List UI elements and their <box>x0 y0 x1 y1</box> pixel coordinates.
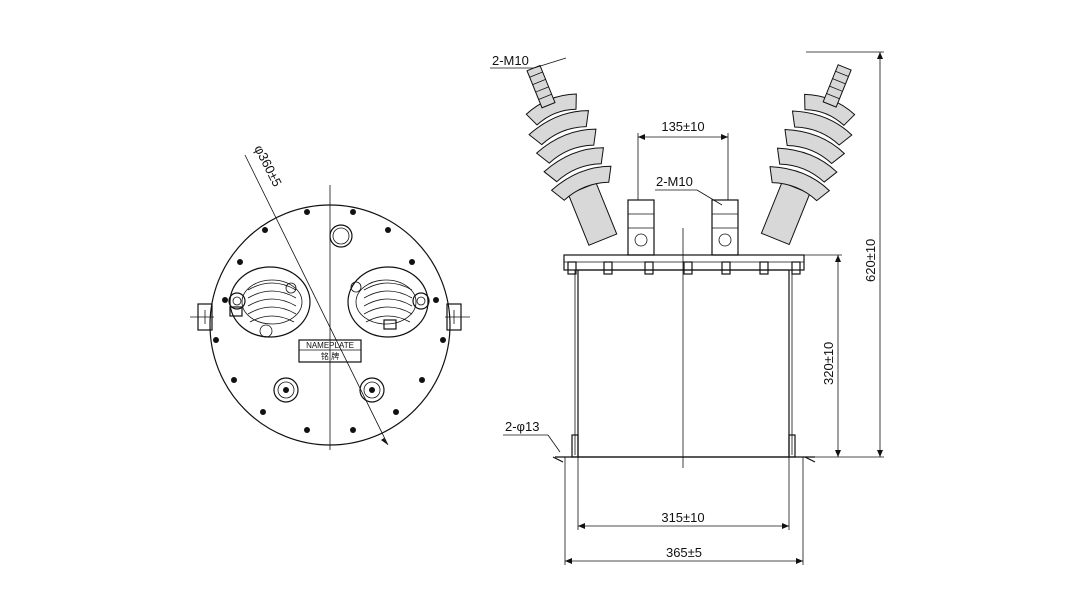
right-insulator <box>760 64 856 246</box>
dim-tank-width: 315±10 <box>577 457 790 530</box>
bushing-spacing-label: 135±10 <box>661 119 704 134</box>
left-insulator <box>525 64 618 246</box>
tank-width-label: 315±10 <box>661 510 704 525</box>
nameplate-en: NAMEPLATE <box>306 341 354 350</box>
rim-bolt-dots <box>213 209 446 433</box>
total-height-label: 620±10 <box>863 239 878 282</box>
dim-bolt-mid: 2-M10 <box>655 174 723 206</box>
nameplate-cn: 铭 牌 <box>321 351 339 361</box>
right-bushing-plan <box>347 266 430 338</box>
right-mount-lug <box>445 303 470 331</box>
dim-tank-height: 320±10 <box>804 254 842 457</box>
center-terminal-right <box>711 199 739 256</box>
dim-base-width: 365±5 <box>564 457 804 565</box>
nameplate: NAMEPLATE 铭 牌 <box>298 339 362 363</box>
bolt-mid-label: 2-M10 <box>656 174 693 189</box>
tank-height-label: 320±10 <box>821 342 836 385</box>
bolt-top-label: 2-M10 <box>492 53 529 68</box>
tank-body <box>577 269 790 458</box>
left-mount-lug <box>190 303 214 331</box>
diameter-leader <box>244 154 389 446</box>
cover-bolts <box>567 261 801 275</box>
dim-bolt-top: 2-M10 <box>490 53 567 69</box>
lower-terminal-left <box>273 377 299 403</box>
dim-total-height: 620±10 <box>806 51 884 458</box>
base-width-label: 365±5 <box>666 545 702 560</box>
diameter-label: φ360±5 <box>251 143 285 189</box>
dim-mount-hole: 2-φ13 <box>503 419 561 453</box>
lower-terminal-right <box>359 377 385 403</box>
tank-outline-circle <box>209 204 451 446</box>
plan-view: NAMEPLATE 铭 牌 φ360±5 <box>190 143 470 450</box>
left-bushing-plan <box>228 266 311 338</box>
front-view: 2-M10 2-M10 135±10 620±10 <box>490 51 884 565</box>
center-terminal-left <box>627 199 655 256</box>
filler-cap <box>329 224 353 248</box>
mount-hole-label: 2-φ13 <box>505 419 539 434</box>
dim-bushing-spacing: 135±10 <box>637 119 729 200</box>
base-feet <box>552 434 816 463</box>
